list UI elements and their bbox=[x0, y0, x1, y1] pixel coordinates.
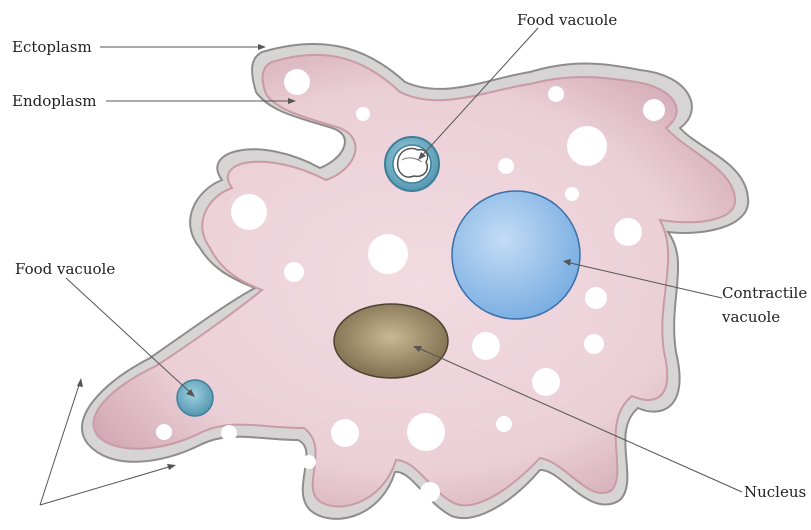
pseudopodia-leader-1 bbox=[40, 382, 80, 505]
granule bbox=[231, 194, 267, 230]
granule bbox=[302, 455, 316, 469]
granule bbox=[368, 234, 408, 274]
label-nucleus: Nucleus bbox=[744, 483, 806, 501]
label-food-vacuole-left: Food vacuole bbox=[15, 260, 115, 278]
granule bbox=[585, 287, 607, 309]
granule bbox=[407, 413, 445, 451]
granule bbox=[496, 416, 512, 432]
granule bbox=[532, 368, 560, 396]
label-ectoplasm: Ectoplasm bbox=[12, 38, 92, 56]
label-contractile-vacuole-line1: Contractile bbox=[722, 284, 807, 302]
granule bbox=[331, 419, 359, 447]
ectoplasm-arrowhead bbox=[258, 44, 266, 50]
granule bbox=[472, 332, 500, 360]
granule bbox=[498, 158, 514, 174]
granule bbox=[420, 482, 440, 502]
granule bbox=[284, 69, 310, 95]
granule bbox=[156, 424, 172, 440]
nucleus bbox=[334, 304, 448, 378]
granule bbox=[567, 126, 607, 166]
granule bbox=[284, 262, 304, 282]
granule bbox=[584, 334, 604, 354]
granule bbox=[643, 99, 665, 121]
granule bbox=[221, 425, 237, 441]
pseudopodia-leader-2 bbox=[40, 466, 172, 505]
food-vacuole-top bbox=[385, 137, 439, 191]
label-endoplasm: Endoplasm bbox=[12, 92, 97, 110]
granule bbox=[356, 107, 370, 121]
label-food-vacuole-top: Food vacuole bbox=[517, 11, 617, 29]
pseudopodia-arrowhead-2 bbox=[167, 464, 176, 470]
granule bbox=[548, 86, 564, 102]
label-contractile-vacuole-line2: vacuole bbox=[721, 308, 780, 326]
granule bbox=[614, 218, 642, 246]
granule bbox=[565, 187, 579, 201]
pseudopodia-arrowhead-1 bbox=[77, 378, 83, 387]
contractile-vacuole bbox=[452, 191, 580, 319]
